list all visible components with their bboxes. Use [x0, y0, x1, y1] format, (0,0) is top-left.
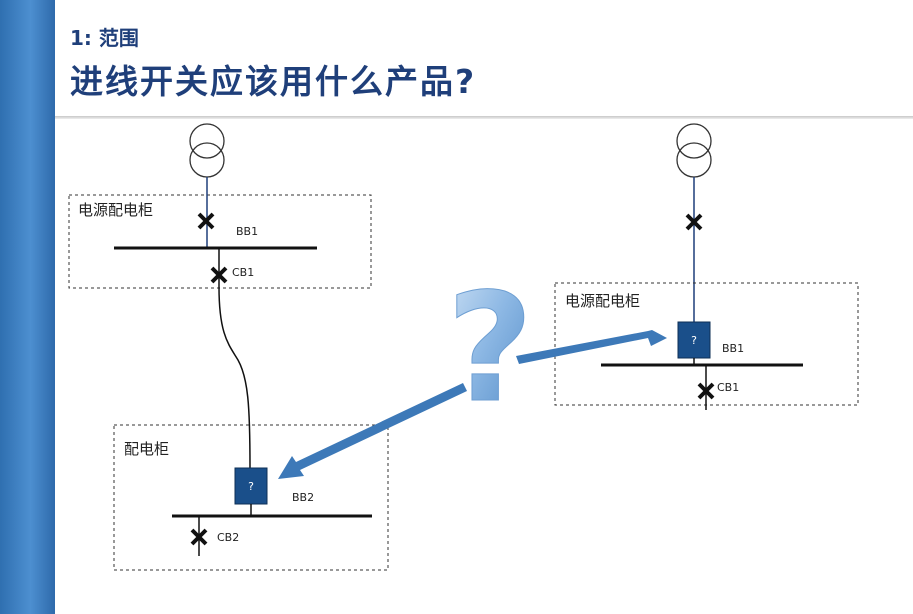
left-lower-panel-label: 配电柜: [124, 440, 169, 458]
busbar-label-bb1-left: BB1: [236, 225, 258, 238]
breaker-x-icon: [685, 213, 703, 231]
side-bar: [0, 0, 55, 614]
transformer-icon: [189, 123, 225, 178]
cable-line: [218, 286, 251, 469]
right-panel-label: 电源配电柜: [565, 292, 640, 310]
breaker-label-cb2: CB2: [217, 531, 239, 544]
big-question-mark: ?: [446, 262, 533, 436]
arrow-icon: [516, 330, 667, 364]
transformer-icon: [676, 123, 712, 178]
breaker-x-icon: [697, 382, 715, 400]
breaker-x-icon: [210, 266, 228, 284]
breaker-label-cb1-left: CB1: [232, 266, 254, 279]
header-divider: [55, 116, 913, 119]
unknown-device-label-right: ?: [691, 334, 697, 347]
busbar-label-bb2: BB2: [292, 491, 314, 504]
left-upper-panel-label: 电源配电柜: [78, 201, 153, 219]
breaker-x-icon: [197, 212, 215, 230]
unknown-device-label-left: ?: [248, 480, 254, 493]
breaker-x-icon: [190, 528, 208, 546]
slide-subtitle: 1: 范围: [70, 26, 139, 50]
breaker-label-cb1-right: CB1: [717, 381, 739, 394]
arrow-icon: [278, 383, 467, 479]
busbar-label-bb1-right: BB1: [722, 342, 744, 355]
slide-title: 进线开关应该用什么产品?: [70, 62, 477, 101]
left-upper-panel-border: [68, 194, 372, 289]
